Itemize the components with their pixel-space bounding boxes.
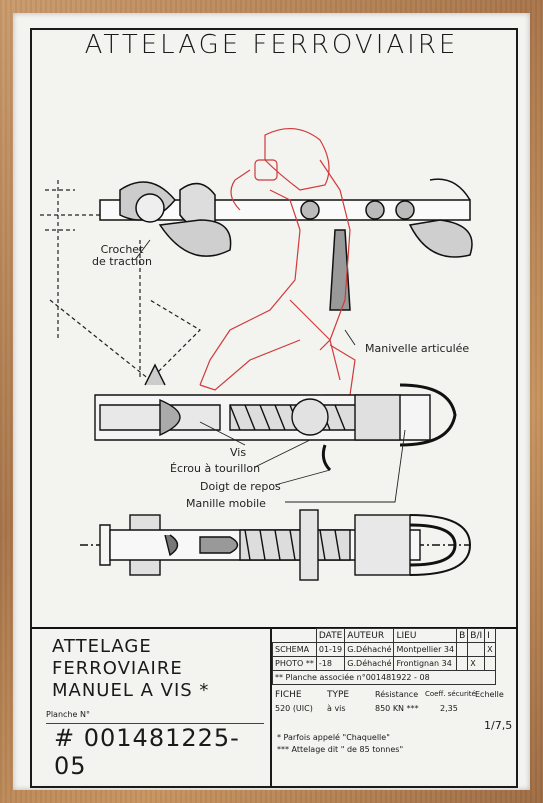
- col-date: DATE: [315, 628, 346, 643]
- drawing-title: ATTELAGE FERROVIAIRE: [84, 30, 459, 60]
- echelle-value: 1/7,5: [484, 719, 513, 732]
- footnotes: * Parfois appelé "Chaquelle" *** Attelag…: [277, 732, 403, 756]
- reference-number: # 001481225-05: [54, 724, 240, 780]
- fiche-value: 520 (UIC): [275, 704, 313, 713]
- name-line-3: MANUEL A VIS *: [52, 680, 210, 701]
- coeff-label: Coeff. sécurité: [425, 690, 476, 698]
- label-ecrou: Écrou à tourillon: [170, 462, 261, 475]
- title-block-name: ATTELAGE FERROVIAIRE MANUEL A VIS * Plan…: [32, 628, 272, 786]
- label-manille: Manille mobile: [186, 497, 266, 510]
- col-lieu: LIEU: [393, 628, 458, 643]
- title-block: ATTELAGE FERROVIAIRE MANUEL A VIS * Plan…: [32, 628, 517, 788]
- type-label: TYPE: [327, 690, 350, 700]
- planche-label: Planche N°: [46, 710, 90, 719]
- label-manivelle: Manivelle articulée: [365, 342, 470, 355]
- label-vis: Vis: [230, 446, 247, 459]
- resistance-value: 850 KN ***: [375, 704, 419, 713]
- note-2: *** Attelage dit " de 85 tonnes": [277, 745, 404, 754]
- fiche-label: FICHE: [275, 690, 302, 700]
- note-1: * Parfois appelé "Chaquelle": [277, 733, 390, 742]
- name-line-1: ATTELAGE: [52, 636, 152, 657]
- info-table: DATE AUTEUR LIEU B B/I I SCHEMA 01-19 G.…: [272, 628, 496, 685]
- coeff-value: 2,35: [440, 704, 458, 713]
- row-schema: SCHEMA 01-19 G.Déhaché Montpellier 34 X: [272, 642, 496, 657]
- type-value: à vis: [327, 704, 346, 713]
- col-b: B: [456, 628, 469, 643]
- label-crochet: Crochet de traction: [92, 243, 152, 268]
- resistance-label: Résistance: [375, 690, 419, 699]
- reference-box: [46, 723, 264, 758]
- drawing-border: [30, 28, 518, 788]
- col-i: I: [484, 628, 496, 643]
- echelle-label: Echelle: [475, 690, 504, 699]
- col-auteur: AUTEUR: [344, 628, 395, 643]
- name-line-2: FERROVIAIRE: [52, 658, 183, 679]
- label-doigt: Doigt de repos: [200, 480, 281, 493]
- row-photo: PHOTO ** -18 G.Déhaché Frontignan 34 X: [272, 656, 496, 671]
- col-b2: B/I: [467, 628, 486, 643]
- planche-associee: ** Planche associée n°001481922 - 08: [272, 670, 496, 685]
